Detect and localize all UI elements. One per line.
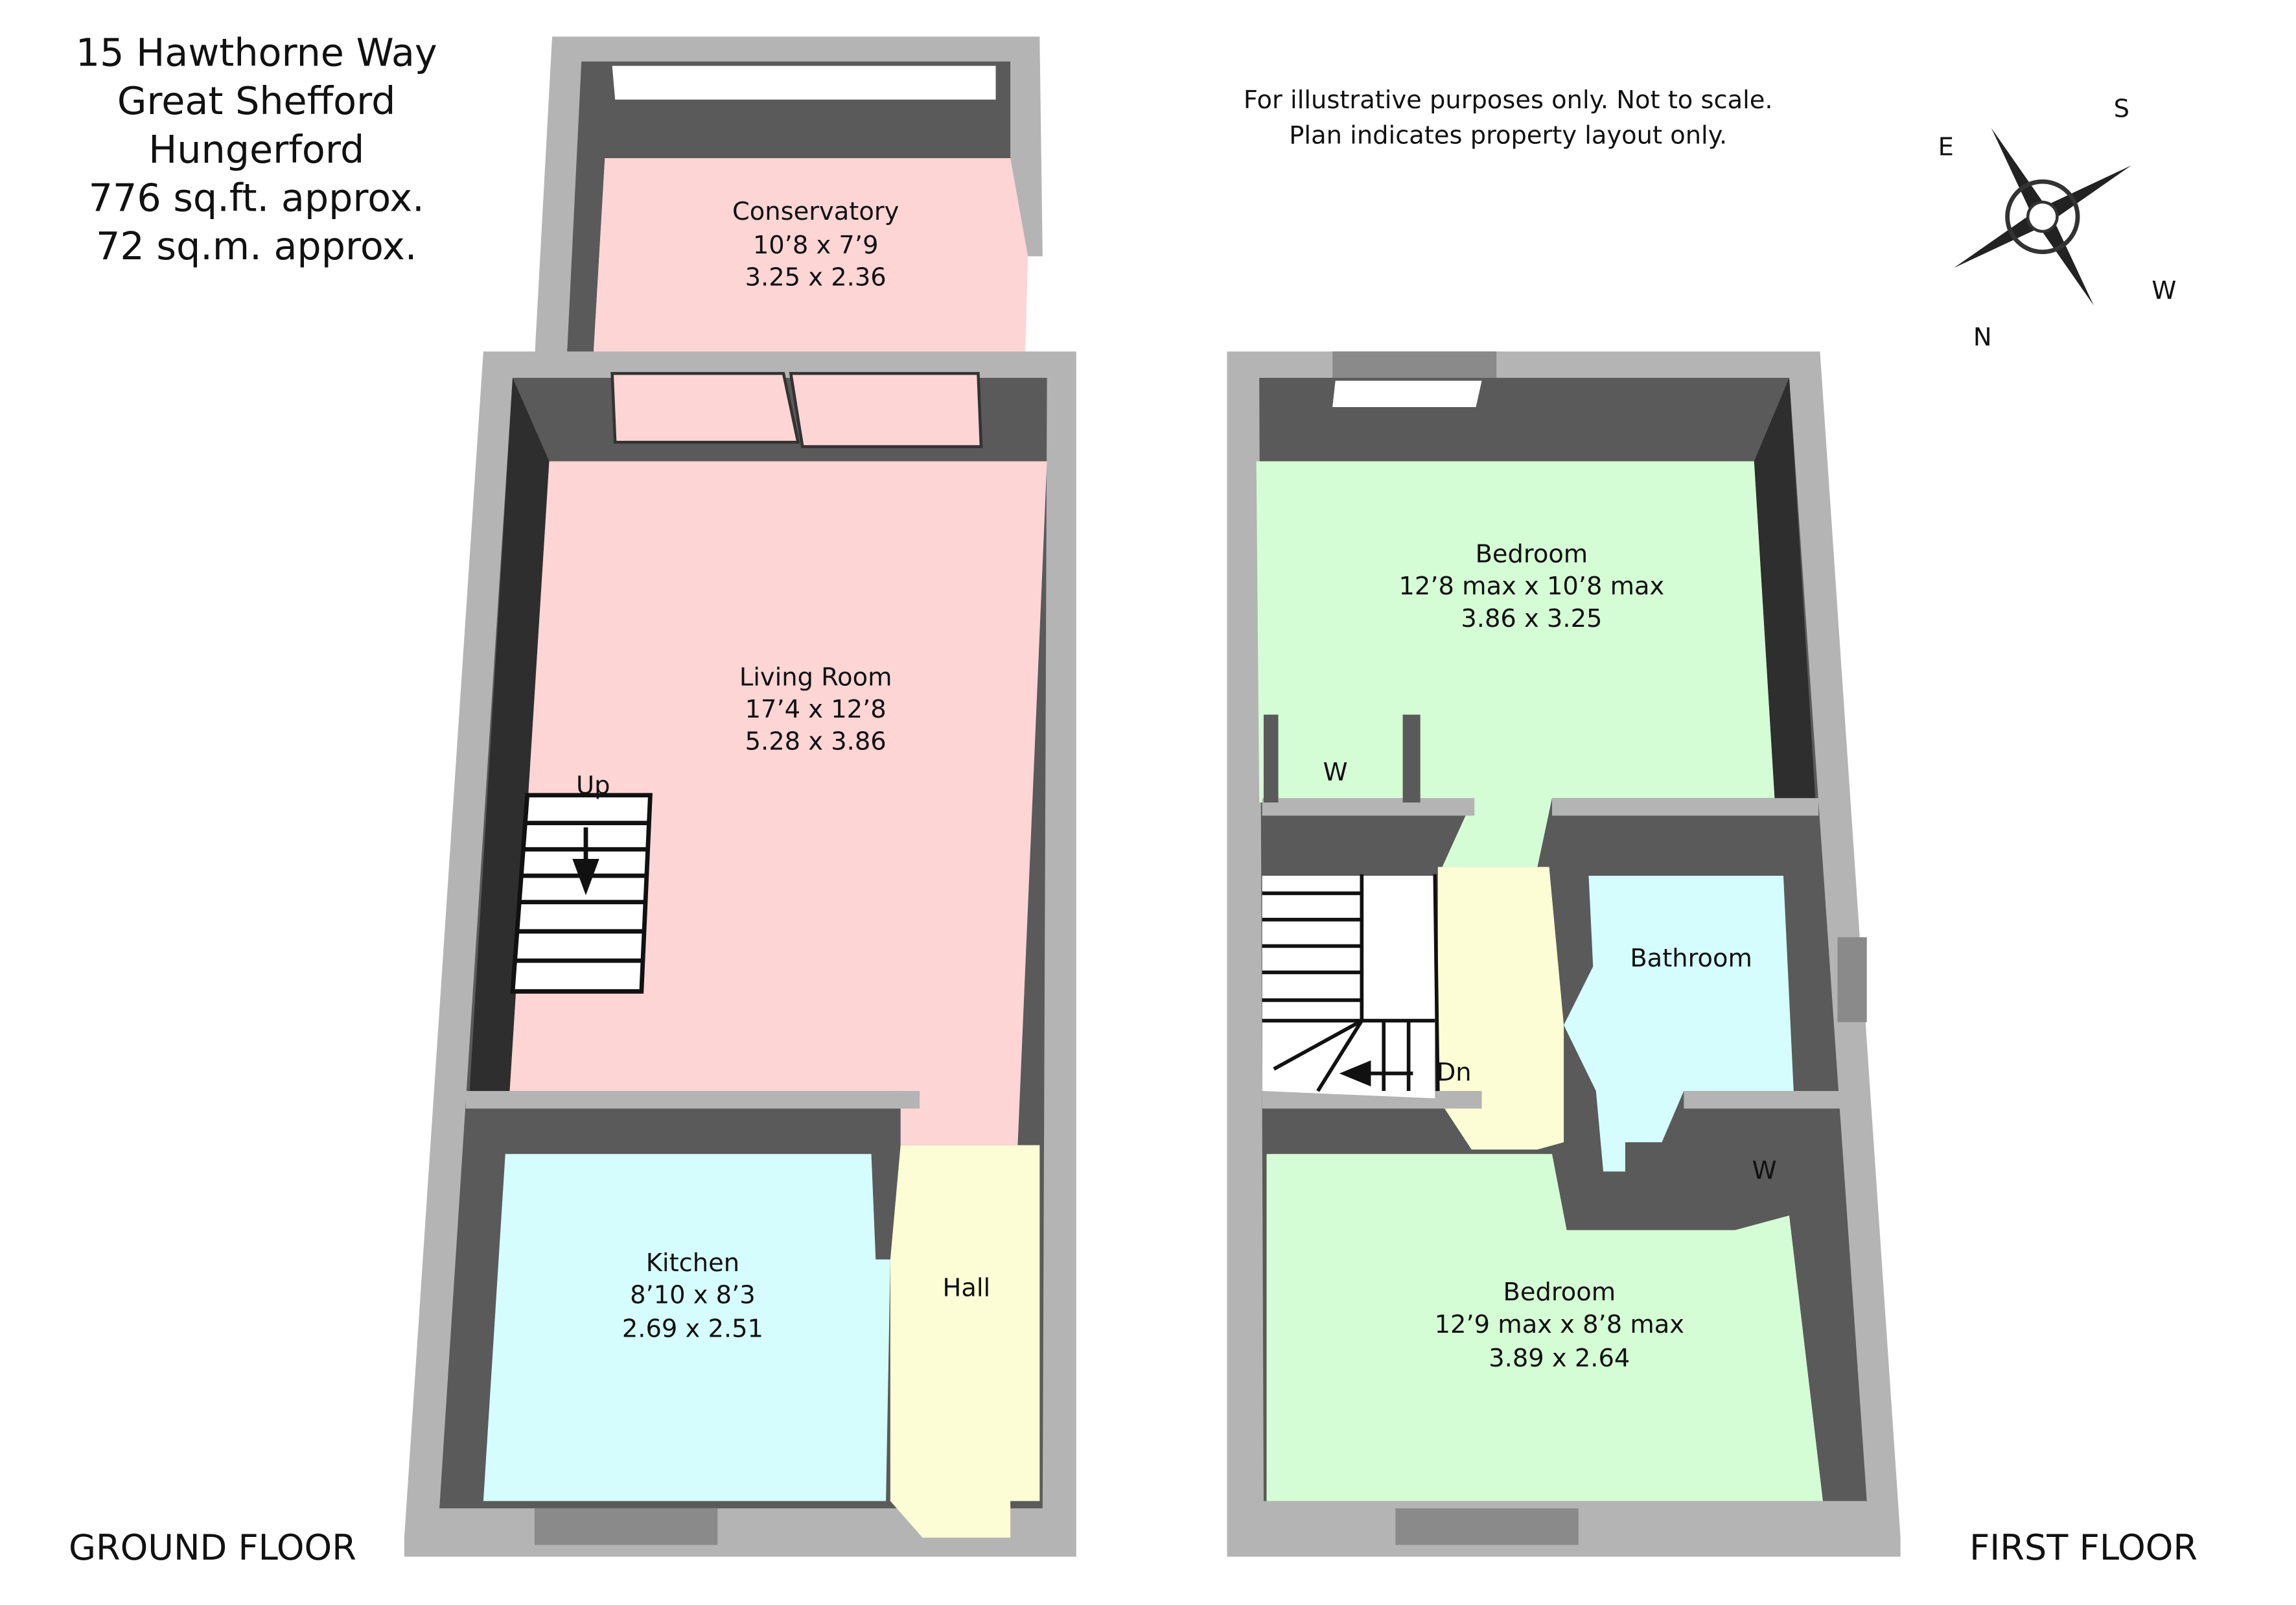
area-sqm: 72 sq.m. approx. [96,224,417,268]
compass-s: S [2114,95,2129,124]
address-line-2: Great Shefford [117,78,396,123]
front-door-frame [534,1508,718,1545]
wardrobe-label: W [1752,1156,1777,1186]
bedroom-2-metric: 3.89 x 2.64 [1489,1344,1630,1373]
disclaimer-line-1: For illustrative purposes only. Not to s… [1244,86,1773,115]
conservatory-inner-wall [566,61,1011,359]
first-window-frame [1395,1508,1579,1545]
landing-floor [1437,867,1564,1150]
first-floor-label: FIRST FLOOR [1969,1527,2197,1568]
address-line-3: Hungerford [148,127,364,172]
stairs-down-label: Dn [1437,1058,1472,1087]
bathroom-name: Bathroom [1630,944,1752,973]
first-inner-wall-dark [1754,377,1816,802]
hall-floor [890,1145,1040,1538]
staircase-up [510,793,653,994]
conservatory-name: Conservatory [732,197,899,226]
conservatory-floor [593,158,1028,359]
bedroom-1-metric: 3.86 x 3.25 [1461,604,1602,633]
kitchen-name: Kitchen [646,1248,739,1278]
conservatory-imperial: 10’8 x 7’9 [753,231,879,260]
bathroom-floor [1564,875,1794,1172]
kitchen-floor [483,1154,890,1501]
hall-name: Hall [943,1273,991,1302]
living-room-name: Living Room [739,662,892,692]
bedroom-2-name: Bedroom [1503,1278,1616,1307]
wardrobe-wall [1263,714,1279,802]
staircase-down [1262,874,1440,1099]
bedroom-1-floor [1256,461,1775,867]
compass-e: E [1938,132,1954,161]
partition-wall [1684,1091,1842,1109]
compass-rose-icon [1953,128,2131,306]
area-sqft: 776 sq.ft. approx. [89,175,424,220]
patio-door-pane [789,371,983,449]
ground-floor-plan [404,36,1076,1557]
kitchen-imperial: 8’10 x 8’3 [630,1281,756,1310]
stairs-up-label: Up [576,771,610,800]
bedroom-2-floor [1266,1154,1823,1501]
conservatory-metric: 3.25 x 2.36 [745,263,887,292]
first-floor-plan [1227,351,1901,1557]
first-window [1332,381,1482,408]
partition-wall [1552,798,1819,816]
kitchen-metric: 2.69 x 2.51 [622,1315,763,1344]
compass-n: N [1973,323,1992,352]
compass-w: W [2151,276,2176,305]
living-room-metric: 5.28 x 3.86 [745,727,887,756]
patio-door-pane [610,371,800,444]
bedroom-2-imperial: 12’9 max x 8’8 max [1435,1310,1684,1339]
bedroom-1-imperial: 12’8 max x 10’8 max [1399,572,1665,601]
partition-wall [1262,798,1475,816]
ground-floor-label: GROUND FLOOR [69,1527,356,1568]
wardrobe-wall [1402,714,1421,802]
living-room-imperial: 17’4 x 12’8 [745,695,887,724]
dividing-wall [465,1091,920,1109]
bedroom-1-name: Bedroom [1476,540,1588,569]
address-line-1: 15 Hawthorne Way [76,30,437,75]
disclaimer-line-2: Plan indicates property layout only. [1289,121,1727,150]
ground-inner-wall-dark [469,377,550,1106]
conservatory-window [612,65,996,100]
wardrobe-label: W [1323,758,1348,787]
bathroom-window-frame [1837,937,1867,1022]
